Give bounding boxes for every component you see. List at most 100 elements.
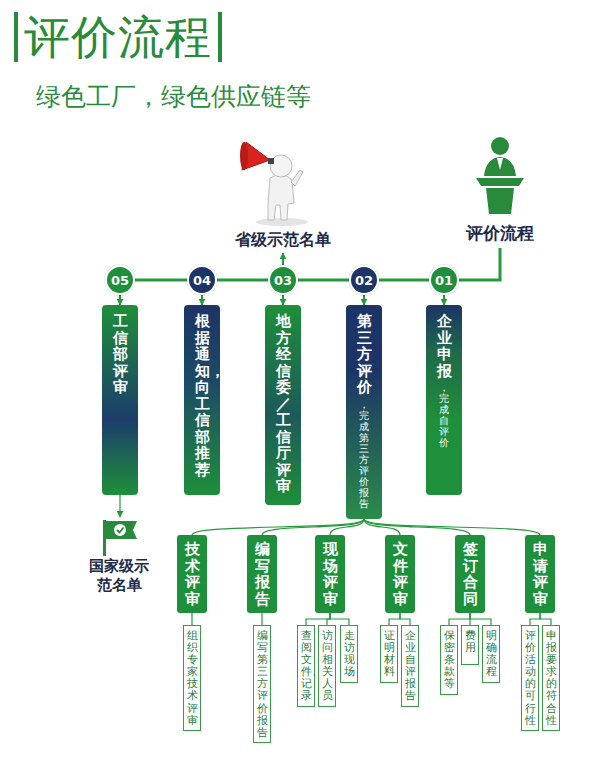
box-text: 组织专家技术评审: [187, 630, 198, 727]
box-text: 根据通知，向工信部推荐: [195, 313, 210, 478]
process-column: 根据通知，向工信部推荐: [184, 305, 220, 495]
box-text: 编写第三方评价报告: [257, 630, 268, 739]
detail-box: 访问相关人员: [318, 625, 336, 707]
podium-stand: [486, 188, 514, 214]
sub-step-box: 现场评审: [315, 535, 345, 613]
connector: [400, 613, 410, 625]
connector: [443, 295, 445, 305]
step-number: 01: [435, 273, 453, 288]
detail-box: 申报要求的符合性: [542, 625, 560, 731]
connector: [364, 519, 540, 535]
detail-box: 明确流程: [482, 625, 500, 683]
box-text: 明确流程: [486, 630, 497, 678]
box-note: ，完成第三方评价报告: [359, 399, 369, 509]
box-text: 技术评审: [185, 541, 200, 607]
sub-step-box: 文件评审: [385, 535, 415, 613]
connector: [379, 279, 429, 282]
step-number: 04: [193, 273, 211, 288]
figure-arm: [291, 170, 303, 186]
box-text: 编写报告: [255, 541, 270, 607]
detail-box: 编写第三方评价报告: [253, 625, 271, 743]
box-text: 评价活动的可行性: [525, 630, 536, 727]
callout-label: 评价流程: [462, 222, 538, 245]
connector: [330, 613, 349, 625]
detail-box: 查阅文件、记录: [297, 625, 315, 707]
speaker-head: [491, 137, 509, 155]
flag-cloth: [106, 521, 137, 539]
step-number-circle: 05: [105, 265, 135, 295]
box-text: 第三方评价: [357, 313, 372, 396]
box-text: 工信部评审: [113, 313, 128, 396]
box-text: 申报要求的符合性: [546, 630, 557, 727]
detail-box: 费用: [461, 625, 479, 665]
process-column: 工信部评审: [102, 305, 138, 495]
connector: [119, 295, 121, 305]
box-text: 查阅文件、记录: [301, 630, 312, 703]
box-text: 访问相关人员: [322, 630, 333, 703]
flag-text: 国家级示范名单: [86, 557, 152, 595]
connector: [530, 613, 540, 625]
label-text: 省级示范名单: [235, 230, 331, 249]
connector: [330, 519, 364, 535]
box-text: 签订合同: [463, 541, 478, 607]
process-column: 第三方评价 ，完成第三方评价报告: [346, 305, 382, 519]
box-text: 申请评审: [533, 541, 548, 607]
flag-icon: [97, 517, 141, 557]
box-text: 企业自评报告: [405, 630, 416, 703]
title-bar: [14, 12, 18, 62]
box-text: 保密条款等: [444, 630, 455, 690]
step-number-circle: 02: [349, 265, 379, 295]
connector: [282, 295, 284, 305]
speaker-tie: [497, 158, 503, 170]
megaphone-mouth: [240, 142, 248, 170]
flag-badge: [114, 524, 126, 536]
process-column: 地方经信委／工信厅评审: [265, 305, 301, 505]
connector: [364, 519, 400, 535]
detail-box: 企业自评报告: [401, 625, 419, 707]
connector: [298, 279, 349, 282]
box-text: 走访现场: [344, 630, 355, 678]
subtitle: 绿色工厂，绿色供应链等: [36, 80, 311, 113]
title-bar: [218, 12, 222, 62]
connector: [135, 279, 187, 282]
title-group: 评价流程: [14, 8, 222, 66]
sub-step-box: 技术评审: [177, 535, 207, 613]
title: 评价流程: [18, 8, 218, 66]
connector: [192, 519, 364, 535]
connector: [449, 613, 470, 625]
connector: [217, 279, 268, 282]
connector: [201, 295, 203, 305]
detail-box: 保密条款等: [440, 625, 458, 695]
box-text: 证明材料: [384, 630, 395, 678]
connector: [470, 613, 491, 625]
megaphone-grip: [268, 158, 274, 164]
box-text: 地方经信委／工信厅评审: [276, 313, 291, 495]
detail-box: 组织专家技术评审: [183, 625, 201, 731]
connector: [119, 495, 120, 517]
step-number-circle: 04: [187, 265, 217, 295]
step-number: 03: [274, 273, 292, 288]
label-text: 评价流程: [466, 223, 534, 243]
detail-box: 证明材料: [380, 625, 398, 683]
detail-box: 走访现场: [340, 625, 358, 683]
connector: [459, 248, 500, 280]
step-number: 02: [355, 273, 373, 288]
sub-step-box: 编写报告: [247, 535, 277, 613]
megaphone-figure: [240, 142, 308, 226]
connector: [191, 613, 192, 625]
step-number-circle: 01: [429, 265, 459, 295]
speaker-figure: [476, 137, 524, 214]
process-column: 企业申报，完成自评价: [426, 305, 462, 495]
connector: [261, 613, 262, 625]
connector: [262, 519, 364, 535]
flag-check: [117, 528, 124, 533]
sub-step-box: 申请评审: [525, 535, 555, 613]
figure-body: [268, 174, 294, 220]
step-number: 05: [111, 273, 129, 288]
flag-pole: [103, 520, 106, 556]
connector: [282, 253, 284, 265]
speaker-body: [484, 157, 516, 176]
box-text: 企业申报: [437, 313, 452, 379]
detail-box: 评价活动的可行性: [521, 625, 539, 731]
box-text: 文件评审: [393, 541, 408, 607]
